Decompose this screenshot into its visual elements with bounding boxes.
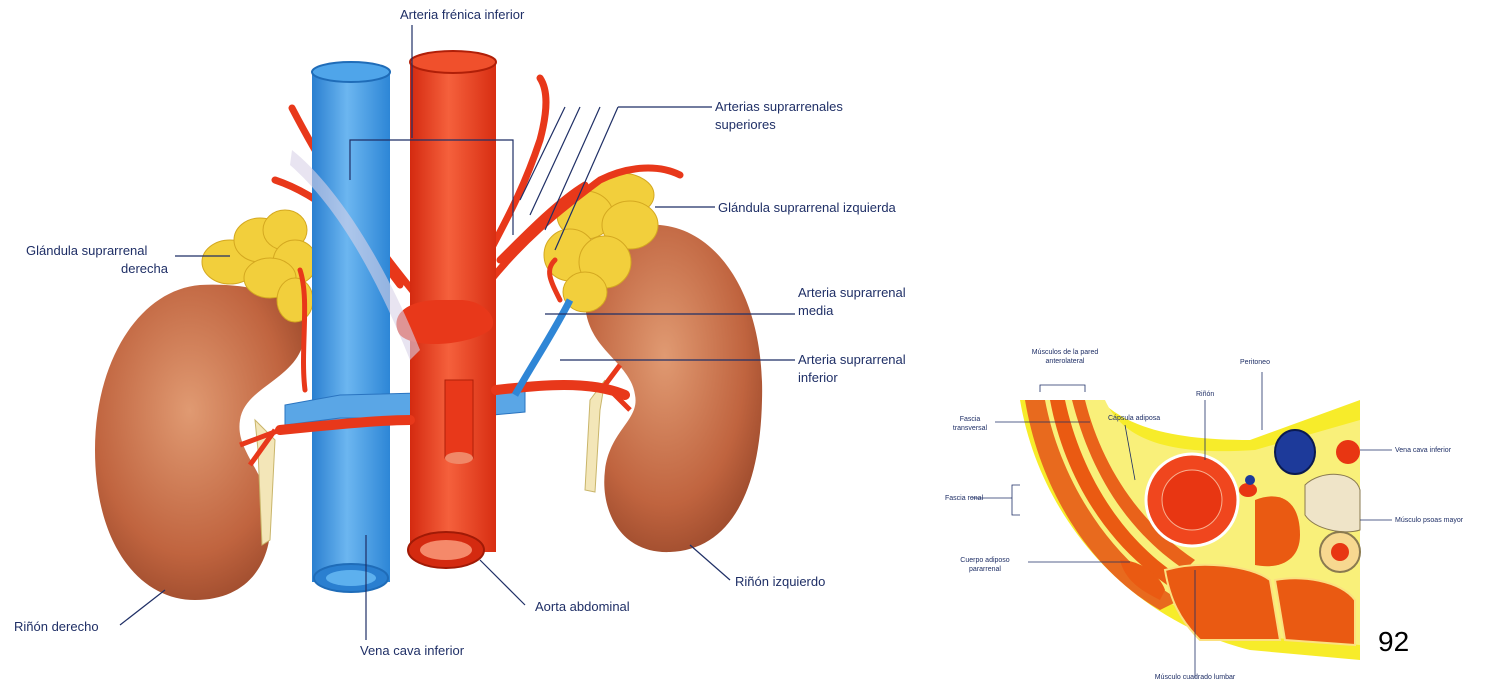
- section-label-fascia-renal: Fascia renal: [945, 495, 984, 502]
- cross-section-illustration: [972, 372, 1392, 678]
- section-label-fascia-transversal-line2: transversal: [952, 425, 988, 432]
- section-label-cuerpo-adiposo-line1: Cuerpo adiposo: [960, 557, 1010, 564]
- right-kidney: [95, 284, 306, 600]
- label-arteria-suprarrenal-media-line1: Arteria suprarrenal: [798, 285, 906, 300]
- vena-cava-inferior-vessel: [311, 61, 391, 593]
- section-label-musculo-psoas-mayor: Músculo psoas mayor: [1395, 517, 1464, 524]
- label-arteria-suprarrenal-media-line2: media: [798, 303, 834, 318]
- section-label-musculos-pared-line2: anterolateral: [1045, 358, 1085, 365]
- label-rinon-derecho: Riñón derecho: [14, 619, 99, 634]
- section-label-vena-cava-inferior: Vena cava inferior: [1395, 447, 1452, 454]
- section-label-musculos-pared-line1: Músculos de la pared: [1031, 349, 1099, 356]
- label-arteria-suprarrenal-inferior-line1: Arteria suprarrenal: [798, 352, 906, 367]
- left-kidney: [585, 224, 763, 553]
- label-arterias-suprarrenales-superiores-line2: superiores: [715, 117, 776, 132]
- page-number: 92: [1378, 626, 1410, 657]
- label-arteria-suprarrenal-inferior-line2: inferior: [798, 370, 838, 385]
- label-arterias-suprarrenales-superiores-line1: Arterias suprarrenales: [715, 99, 843, 114]
- label-arteria-frenica-inferior: Arteria frénica inferior: [400, 7, 525, 22]
- label-glandula-suprarrenal-derecha-line1: Glándula suprarrenal: [26, 243, 148, 258]
- section-label-fascia-transversal-line1: Fascia: [959, 416, 981, 423]
- label-vena-cava-inferior: Vena cava inferior: [360, 643, 465, 658]
- section-label-rinon: Riñón: [1196, 391, 1215, 398]
- label-aorta-abdominal: Aorta abdominal: [535, 599, 630, 614]
- label-glandula-suprarrenal-derecha-line2: derecha: [121, 261, 168, 276]
- section-label-capsula-adiposa: Cápsula adiposa: [1108, 415, 1161, 422]
- section-label-peritoneo: Peritoneo: [1240, 359, 1270, 366]
- section-label-cuerpo-adiposo-line2: pararrenal: [969, 566, 1001, 573]
- label-rinon-izquierdo: Riñón izquierdo: [735, 574, 826, 589]
- section-label-musculo-cuadrado: Músculo cuadrado lumbar: [1154, 674, 1236, 681]
- label-glandula-suprarrenal-izquierda: Glándula suprarrenal izquierda: [718, 200, 896, 215]
